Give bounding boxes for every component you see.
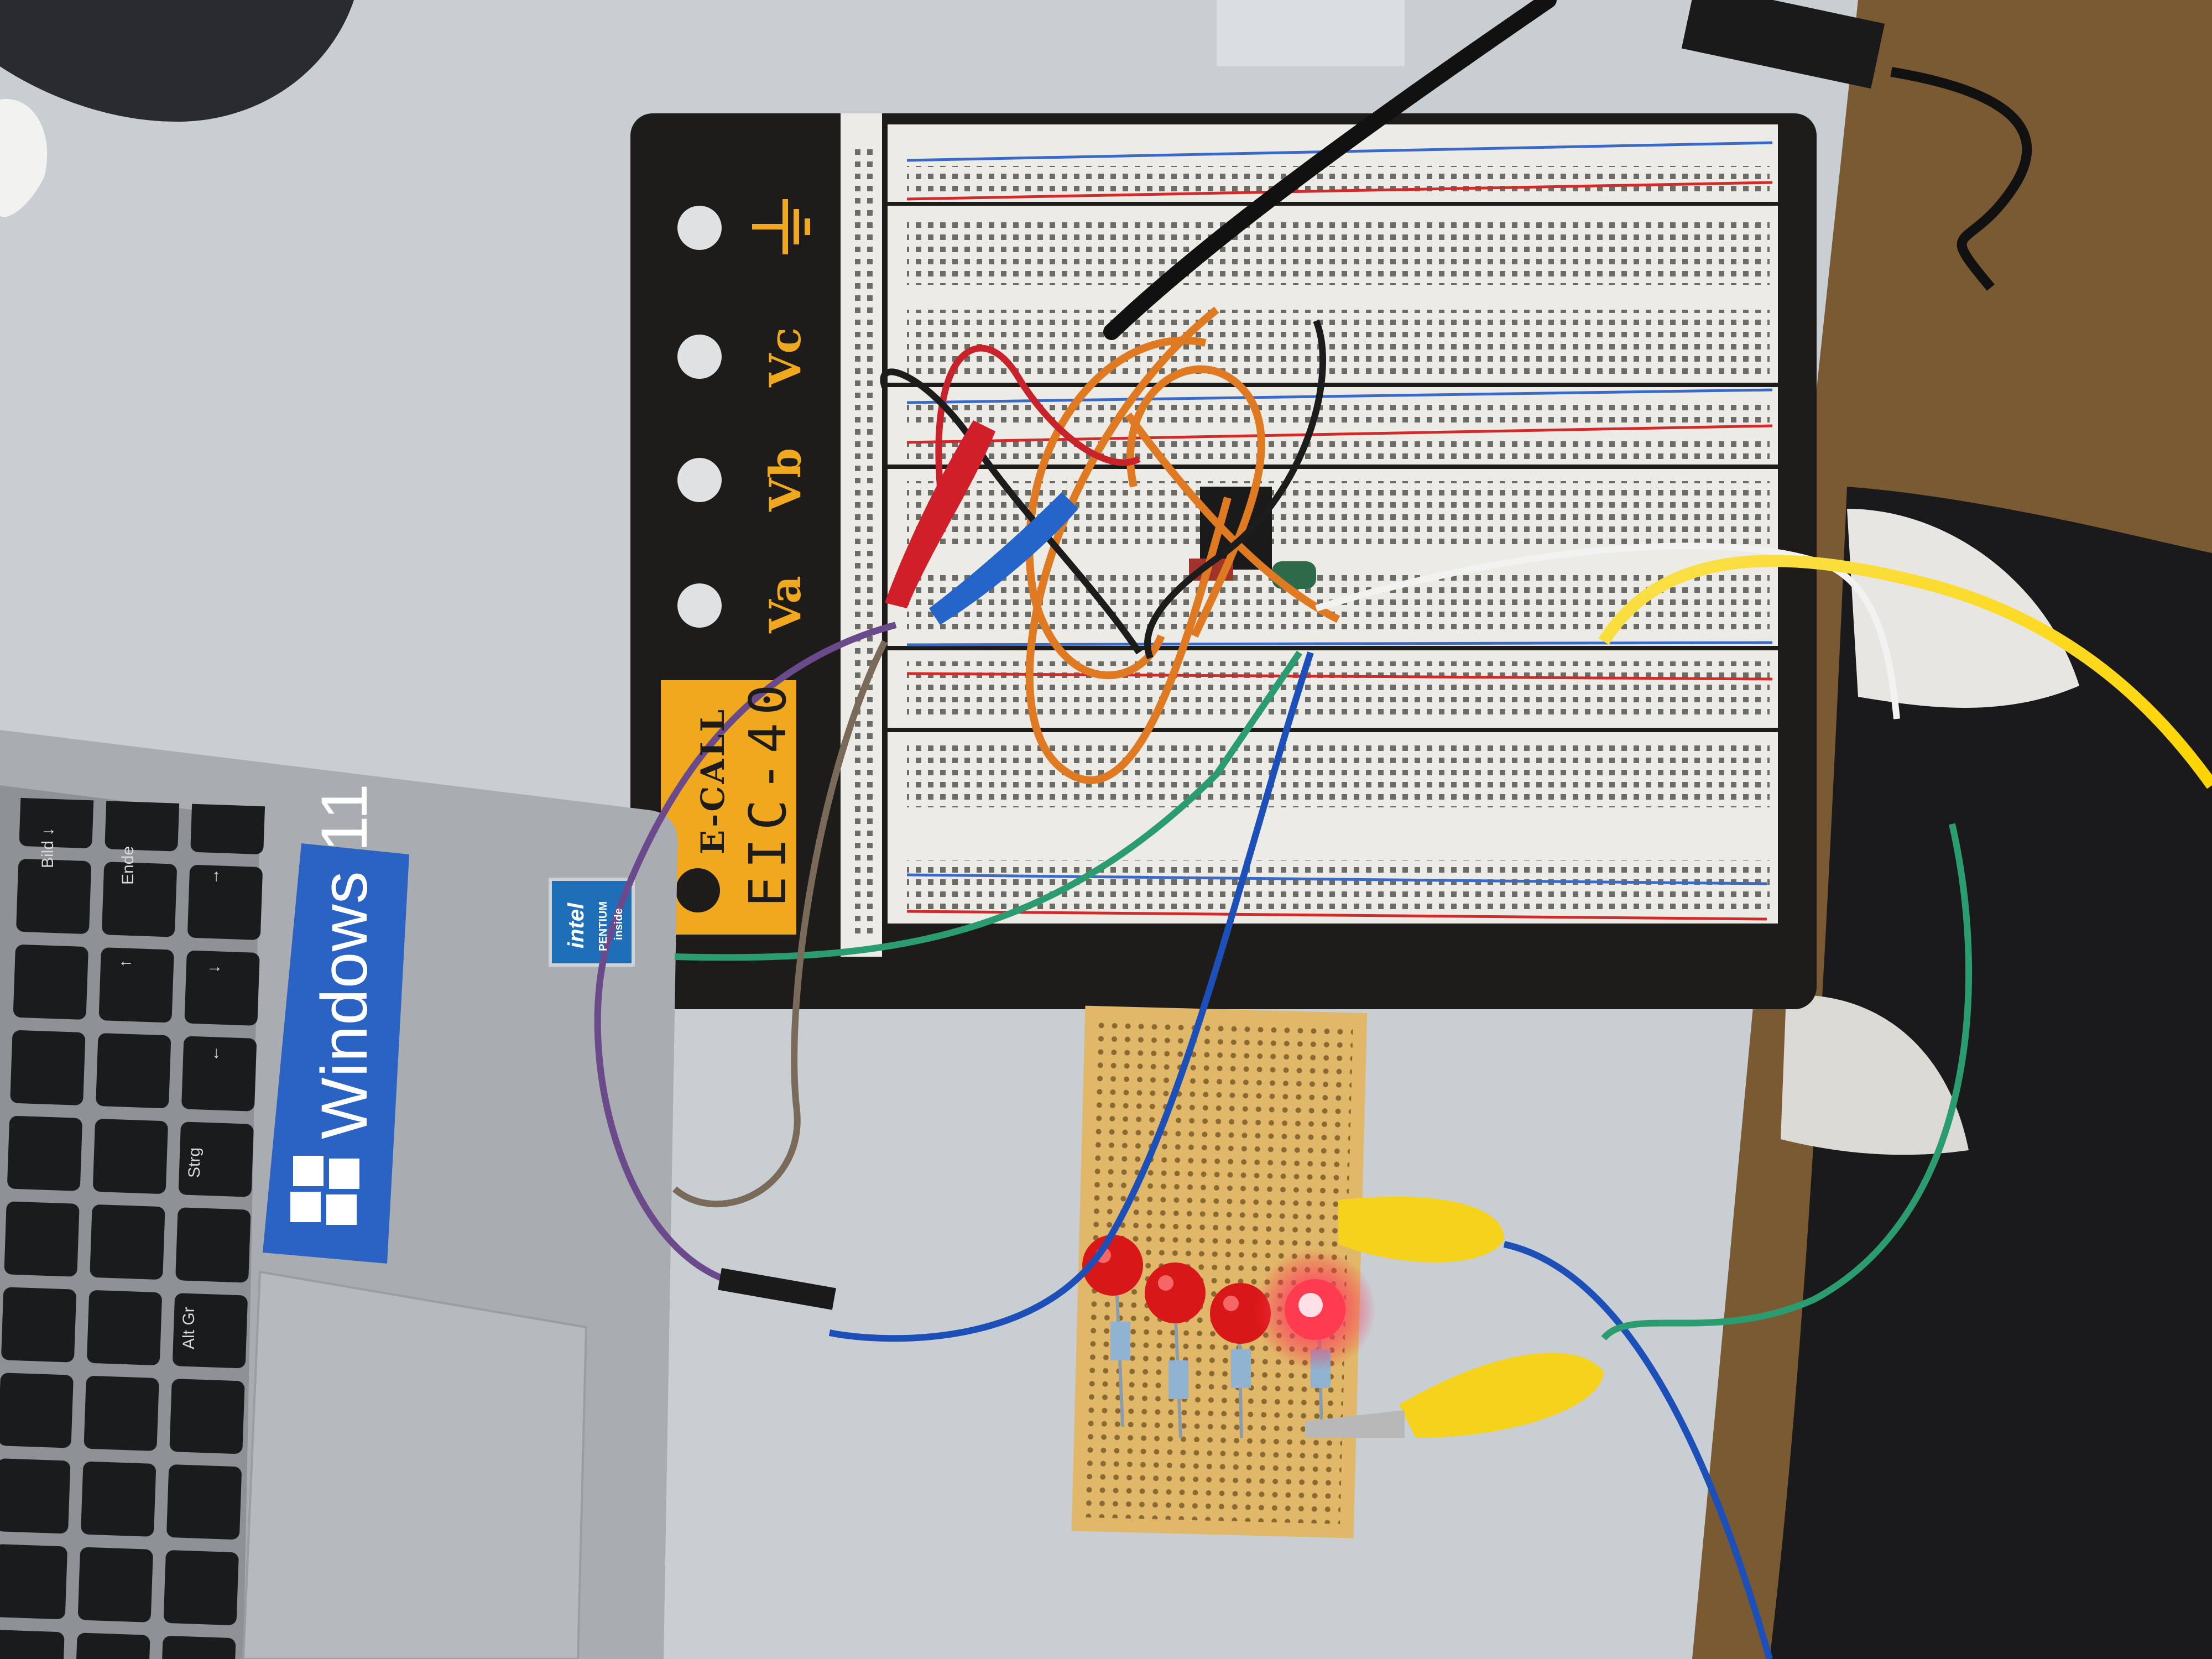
shoe-top bbox=[1847, 509, 2079, 708]
intel-line-label: PENTIUM bbox=[597, 901, 609, 951]
shoe-bottom bbox=[1781, 995, 1969, 1155]
rail-label-vb: Vb bbox=[760, 447, 811, 512]
key-altgr-label: Alt Gr bbox=[180, 1307, 198, 1349]
key-right-label: → bbox=[205, 868, 223, 885]
jumper-connector bbox=[718, 1267, 836, 1310]
wire-blue bbox=[828, 651, 1314, 1342]
brand-logo-emblem bbox=[676, 868, 720, 912]
clip-red bbox=[885, 420, 995, 608]
dark-object bbox=[0, 0, 354, 122]
key-down-label: ↓ bbox=[205, 965, 223, 973]
binding-post-va bbox=[677, 583, 722, 628]
wire-green-right bbox=[1601, 823, 1973, 1341]
usb-connector bbox=[1681, 0, 1885, 89]
resistor-1 bbox=[1110, 1293, 1130, 1427]
laptop-keys bbox=[0, 797, 270, 1659]
breadboard-brand: E-CALL bbox=[694, 707, 732, 854]
wire-green bbox=[674, 650, 1302, 961]
windows-logo-icon bbox=[290, 1156, 359, 1225]
key-ende-label: Ende bbox=[119, 846, 137, 885]
intel-brand-label: intel bbox=[564, 902, 588, 948]
wire-white bbox=[1315, 542, 1900, 719]
key-bild-label: Bild ↓ bbox=[39, 827, 57, 868]
resistor-3 bbox=[1231, 1316, 1251, 1438]
wire-red-loops bbox=[935, 345, 1141, 487]
clip-yellow-2 bbox=[1399, 1353, 1604, 1438]
plastic-box bbox=[1217, 0, 1405, 66]
resistor-2 bbox=[1168, 1305, 1188, 1438]
laptop-touchpad bbox=[242, 1270, 588, 1659]
intel-badge bbox=[549, 878, 635, 967]
shadow-figure bbox=[1770, 487, 2212, 1659]
key-strg-label: Strg bbox=[185, 1147, 204, 1178]
wire-blue-right bbox=[1503, 1241, 1773, 1659]
usb-cable-black bbox=[1103, 0, 1557, 340]
rail-label-vc: Vc bbox=[760, 327, 811, 387]
clip-yellow-1 bbox=[1338, 1196, 1504, 1262]
led-2 bbox=[1145, 1262, 1206, 1323]
ground-symbol bbox=[752, 199, 810, 254]
breadboard-model: EIC-406 bbox=[738, 638, 797, 907]
binding-post-vb bbox=[677, 458, 722, 502]
binding-post-vc bbox=[677, 335, 722, 379]
key-left-label: ← bbox=[205, 1045, 223, 1062]
wire-purple bbox=[594, 622, 897, 1286]
intel-sub-label: inside bbox=[613, 908, 625, 940]
rail-label-va: Va bbox=[760, 576, 811, 633]
clip-blue bbox=[929, 492, 1078, 625]
binding-post-gnd bbox=[677, 206, 722, 250]
white-tissue bbox=[0, 99, 48, 217]
led-1 bbox=[1082, 1235, 1143, 1296]
wire-brown bbox=[672, 640, 888, 1208]
wire-yellow bbox=[1598, 555, 2212, 789]
clip-metal-jaw bbox=[1305, 1410, 1405, 1438]
windows-11-label: Windows 11 bbox=[308, 783, 381, 1139]
usb-cable-right bbox=[1890, 67, 2032, 291]
key-up-label: ↑ bbox=[116, 959, 134, 968]
